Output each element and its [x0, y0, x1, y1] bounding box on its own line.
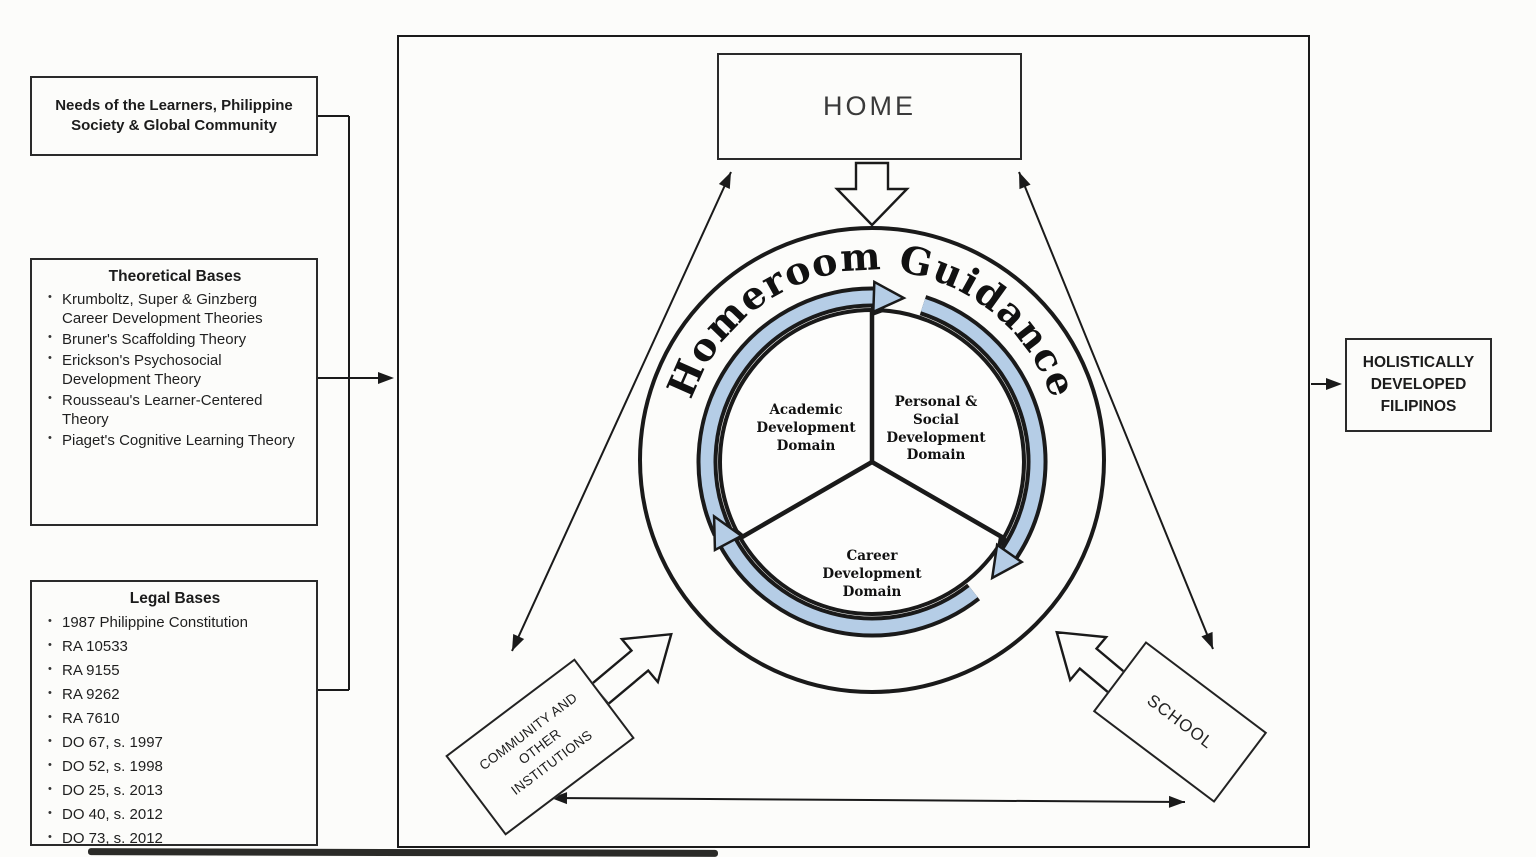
list-item: DO 52, s. 1998 — [44, 756, 306, 778]
school-label: SCHOOL — [1143, 690, 1218, 753]
theoretical-bases-box: Theoretical Bases Krumboltz, Super & Gin… — [30, 258, 318, 526]
legal-bases-list: 1987 Philippine Constitution RA 10533 RA… — [44, 612, 306, 850]
home-community-arrow — [511, 171, 732, 652]
list-item: Piaget's Cognitive Learning Theory — [44, 431, 306, 450]
outer-circle — [638, 226, 1106, 694]
community-school-arrow — [550, 792, 1186, 808]
needs-box-text: Needs of the Learners, Philippine Societ… — [55, 96, 293, 134]
home-box: HOME — [717, 53, 1022, 160]
theoretical-bases-list: Krumboltz, Super & Ginzberg Career Devel… — [44, 290, 306, 450]
list-item: Rousseau's Learner-Centered Theory — [44, 391, 306, 429]
home-label: HOME — [823, 91, 916, 121]
home-school-arrow — [1018, 171, 1214, 650]
list-item: RA 9155 — [44, 660, 306, 682]
output-box: HOLISTICALLY DEVELOPED FILIPINOS — [1345, 338, 1492, 432]
list-item: DO 73, s. 2012 — [44, 828, 306, 850]
ring-arrowheads — [712, 279, 1025, 581]
theoretical-bases-title: Theoretical Bases — [108, 268, 242, 285]
block-arrows — [589, 161, 1139, 706]
domain-ring — [696, 286, 1048, 638]
career-domain-label: Career Development Domain — [822, 548, 922, 600]
list-item: DO 25, s. 2013 — [44, 780, 306, 802]
needs-box: Needs of the Learners, Philippine Societ… — [30, 76, 318, 156]
list-item: Bruner's Scaffolding Theory — [44, 330, 306, 349]
left-bracket-lines — [318, 115, 382, 691]
community-block-arrow — [589, 632, 673, 706]
list-item: RA 7610 — [44, 708, 306, 730]
list-item: DO 40, s. 2012 — [44, 804, 306, 826]
list-item: 1987 Philippine Constitution — [44, 612, 306, 634]
output-arrow — [1311, 378, 1342, 390]
list-item: RA 9262 — [44, 684, 306, 706]
home-down-block-arrow — [834, 161, 910, 227]
legal-bases-box: Legal Bases 1987 Philippine Constitution… — [30, 580, 318, 847]
legal-bases-title: Legal Bases — [129, 590, 221, 607]
list-item: RA 10533 — [44, 636, 306, 658]
list-item: Krumboltz, Super & Ginzberg Career Devel… — [44, 290, 306, 328]
personal-social-domain-label: Personal & Social Development Domain — [886, 394, 986, 464]
inputs-arrowhead-icon — [378, 372, 394, 384]
sector-dividers — [739, 310, 1005, 540]
academic-domain-label: Academic Development Domain — [756, 402, 856, 454]
list-item: DO 67, s. 1997 — [44, 732, 306, 754]
output-box-text: HOLISTICALLY DEVELOPED FILIPINOS — [1362, 354, 1475, 415]
list-item: Erickson's Psychosocial Development Theo… — [44, 351, 306, 389]
